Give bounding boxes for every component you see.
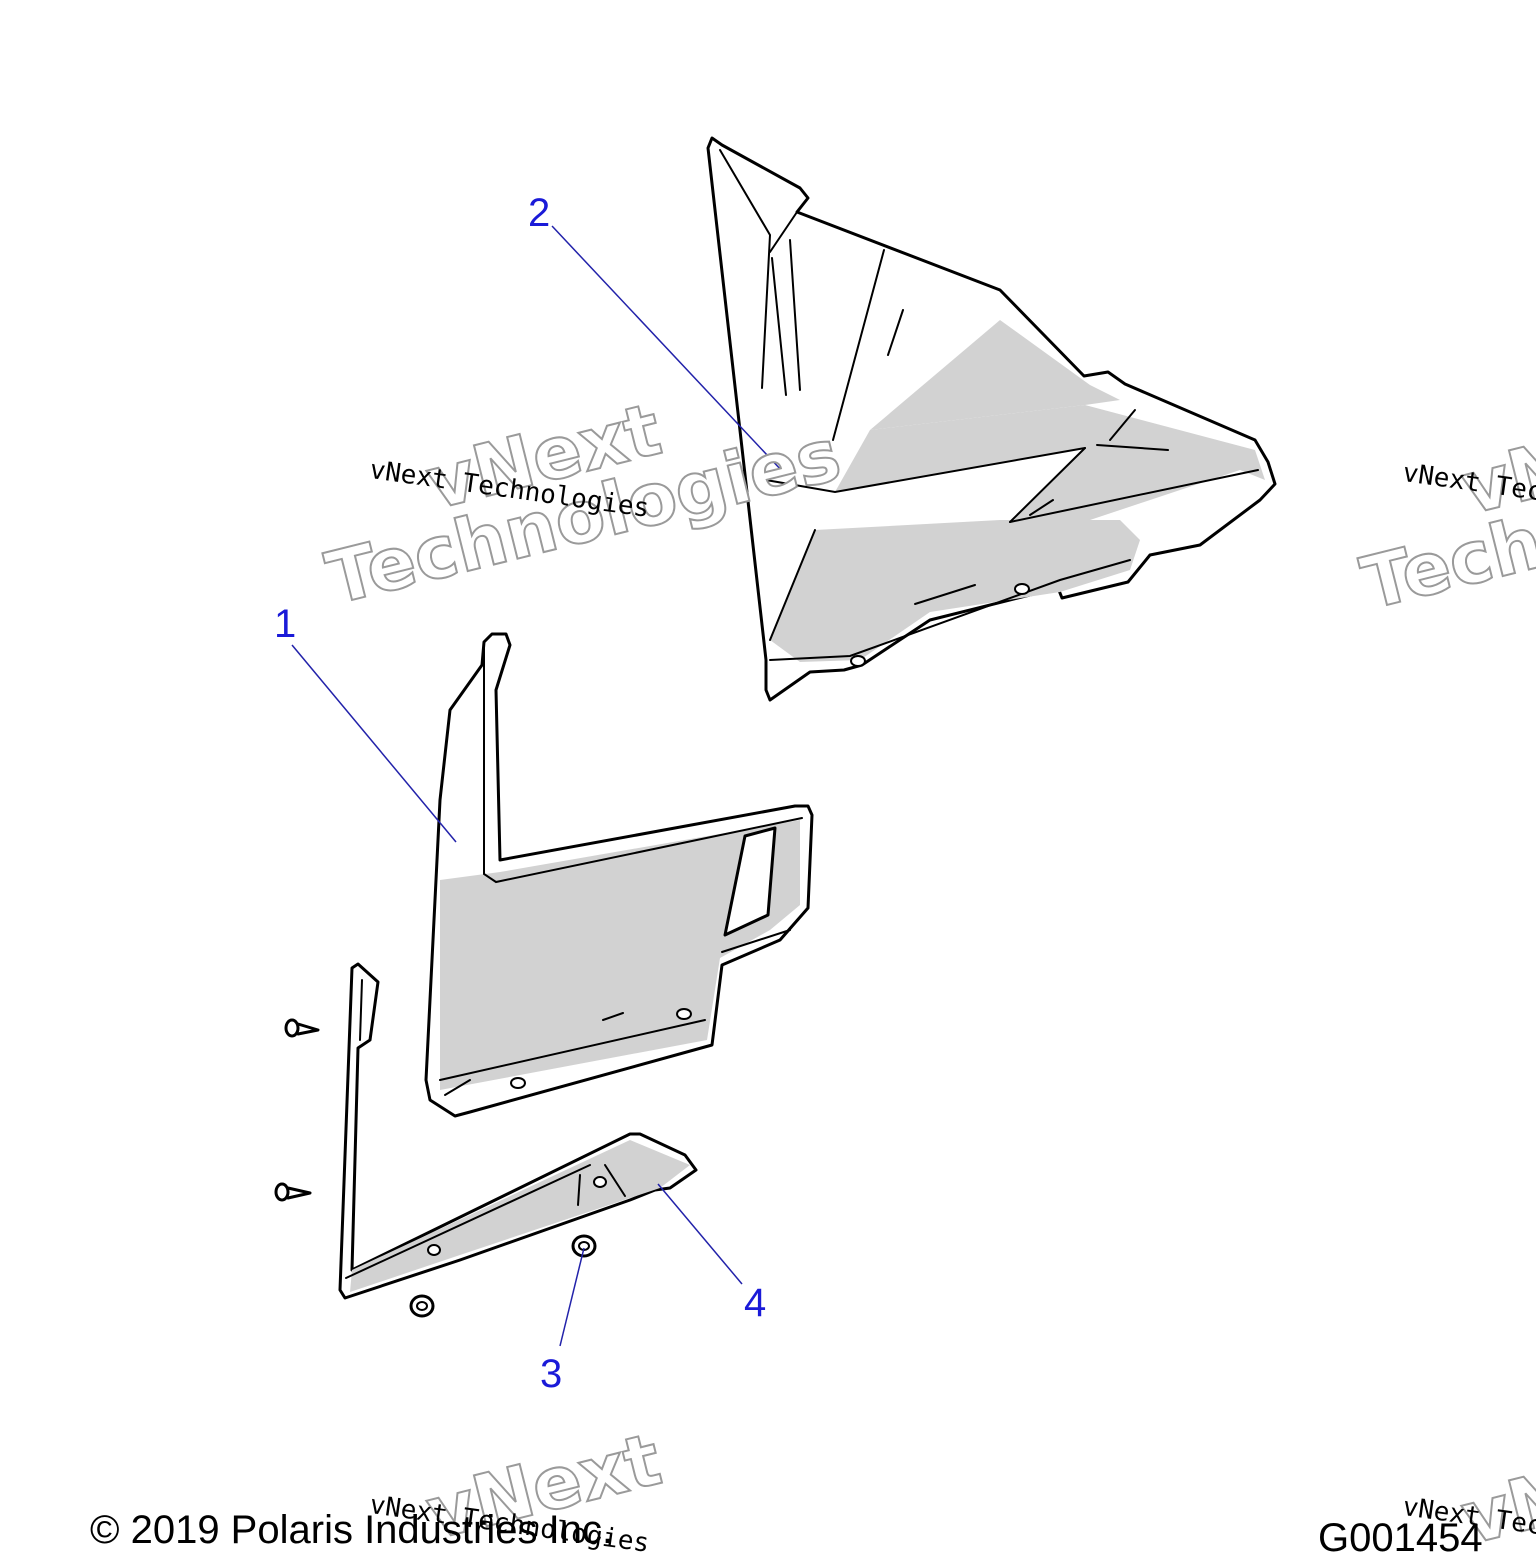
callout-3: 3	[540, 1352, 563, 1396]
part-4-bracket	[338, 962, 698, 1300]
callout-1: 1	[274, 602, 297, 646]
fastener-rivet-lower	[274, 1182, 312, 1202]
leader-line-4	[657, 1183, 743, 1285]
callout-2: 2	[528, 191, 551, 235]
part-3-nut-right	[571, 1234, 597, 1258]
part-2-upper-panel	[706, 136, 1277, 702]
copyright-text: © 2019 Polaris Industries Inc.	[90, 1508, 614, 1552]
leader-line-1	[291, 644, 457, 843]
leader-line-2	[551, 225, 784, 473]
callout-4: 4	[744, 1281, 767, 1325]
part-3-nut-left	[409, 1294, 435, 1318]
drawing-number: G001454	[1318, 1516, 1483, 1560]
leader-line-3	[559, 1247, 585, 1347]
part-1-middle-panel	[424, 632, 814, 1118]
fastener-rivet-upper	[284, 1018, 320, 1038]
